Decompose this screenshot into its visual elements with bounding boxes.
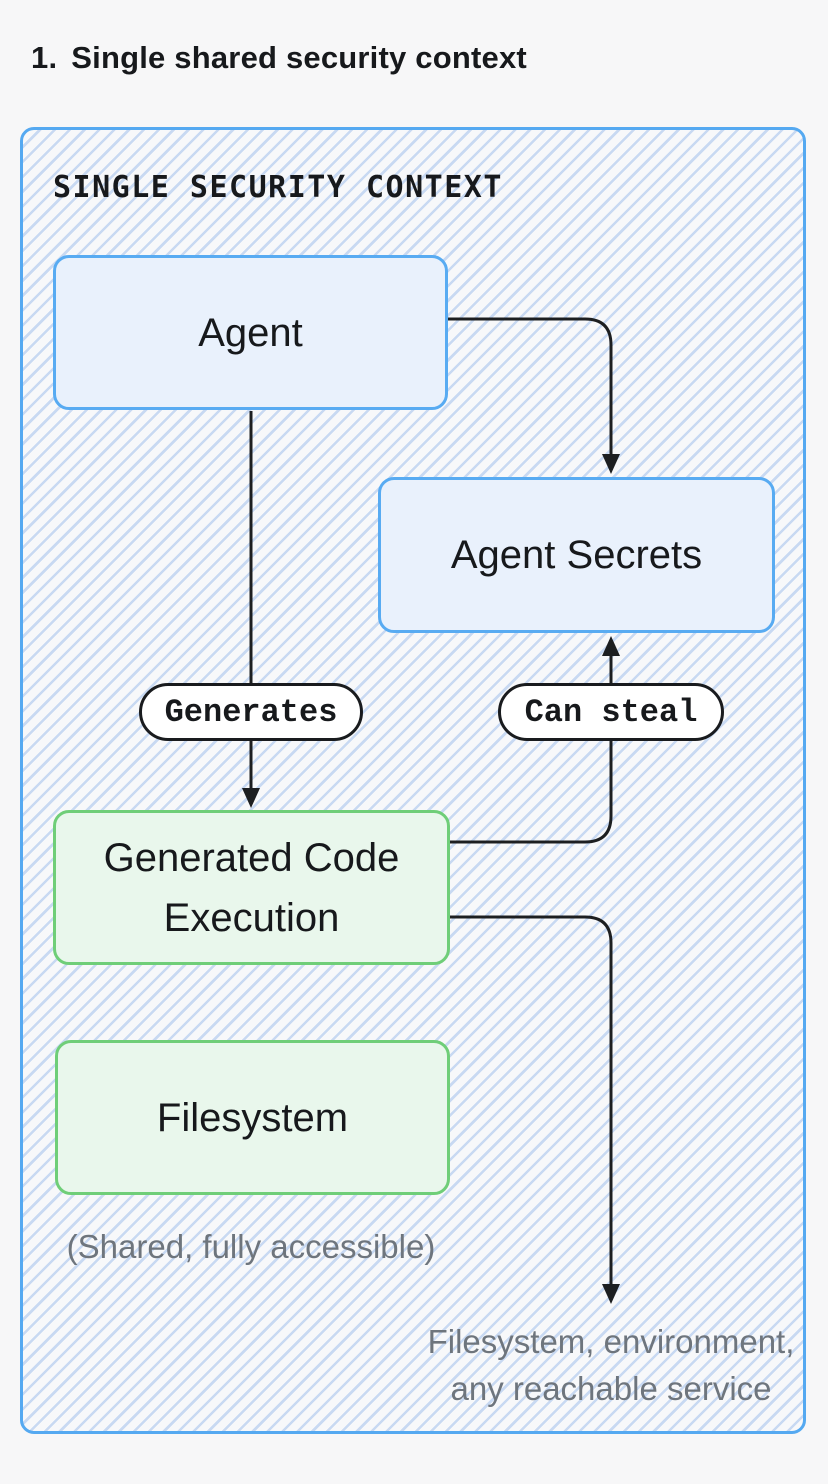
edge-label-can-steal-text: Can steal [524,693,698,731]
security-context-container: SINGLE SECURITY CONTEXT Agent Agent Secr… [20,127,806,1434]
node-generated-code-execution-label: Generated Code Execution [103,835,400,940]
reachable-services-note: Filesystem, environment, any reachable s… [428,1318,795,1412]
page-title-text: Single shared security context [71,40,527,75]
node-filesystem: Filesystem [55,1040,450,1195]
edge-agent-to-secrets [448,317,613,454]
edge-label-can-steal: Can steal [498,683,724,741]
node-generated-code-execution: Generated Code Execution [53,810,450,965]
edge-label-generates-text: Generates [164,693,338,731]
node-filesystem-label: Filesystem [156,1095,349,1140]
arrowhead-code-to-services [602,1284,620,1304]
reachable-services-note-line2: any reachable service [450,1370,772,1407]
filesystem-note: (Shared, fully accessible) [66,1228,436,1265]
node-agent-secrets: Agent Secrets [378,477,775,633]
edge-code-to-services [450,915,613,1284]
arrowhead-code-to-secrets [602,636,620,656]
node-agent-secrets-label: Agent Secrets [450,533,703,577]
reachable-services-note-line1: Filesystem, environment, [427,1323,795,1360]
node-agent-label: Agent [198,310,303,355]
page-title-number: 1. [31,40,58,75]
arrowhead-agent-to-code [242,788,260,808]
arrowhead-agent-to-secrets [602,454,620,474]
page-title: 1. Single shared security context [31,40,527,76]
node-agent: Agent [53,255,448,410]
context-header: SINGLE SECURITY CONTEXT [53,170,503,205]
edge-label-generates: Generates [139,683,363,741]
